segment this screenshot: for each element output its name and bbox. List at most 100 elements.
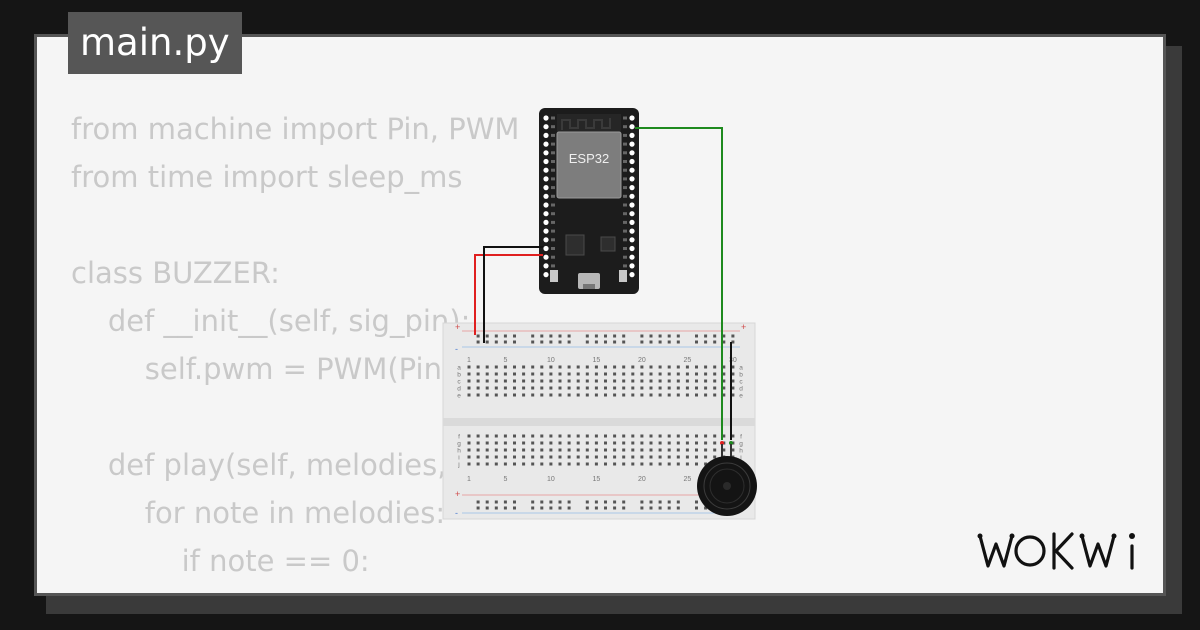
pin <box>543 115 549 121</box>
rail-hole <box>722 340 726 344</box>
hole <box>649 372 653 376</box>
hole <box>540 379 544 383</box>
rail-hole <box>594 340 598 344</box>
rail-hole <box>622 340 626 344</box>
pin <box>629 228 635 234</box>
hole <box>485 372 489 376</box>
hole <box>685 441 689 445</box>
rail-hole <box>713 340 717 344</box>
hole <box>531 441 535 445</box>
hole <box>667 393 671 397</box>
row-label: h <box>457 448 461 455</box>
rail-hole <box>604 334 607 338</box>
pin-label-mark <box>551 247 555 250</box>
hole <box>695 455 698 459</box>
row-label: d <box>457 386 461 393</box>
pin <box>629 158 635 165</box>
row-label: g <box>457 441 461 448</box>
rail-hole <box>503 334 507 338</box>
pin-label-mark <box>551 116 555 120</box>
code-line: self.pwm.duty(0) <box>71 592 462 593</box>
rail-hole <box>695 340 698 344</box>
rail-hole <box>676 500 680 504</box>
pin-label-mark <box>551 151 555 155</box>
hole <box>676 372 680 376</box>
hole <box>576 386 580 390</box>
hole <box>476 393 480 397</box>
rail-hole <box>531 334 535 338</box>
hole <box>713 365 717 369</box>
rail-hole <box>658 340 662 344</box>
hole <box>494 379 498 383</box>
hole <box>513 455 516 459</box>
pin <box>543 193 549 199</box>
column-label: 1 <box>467 357 471 364</box>
breadboard-holes <box>467 334 735 510</box>
rail-hole <box>585 340 589 344</box>
rail-hole <box>676 334 680 338</box>
hole <box>485 379 489 383</box>
column-label: 5 <box>503 357 507 364</box>
rail-hole <box>549 506 553 510</box>
column-label: 25 <box>684 476 692 483</box>
rail-hole <box>549 500 553 504</box>
hole <box>531 462 535 466</box>
hole <box>549 365 553 369</box>
hole <box>695 462 698 466</box>
hole <box>503 372 507 376</box>
hole <box>540 462 544 466</box>
hole <box>685 372 689 376</box>
rail-hole <box>503 340 507 344</box>
row-label: c <box>739 379 743 386</box>
rail-hole <box>567 340 571 344</box>
hole <box>531 455 535 459</box>
rail-hole <box>695 334 698 338</box>
hole <box>540 365 544 369</box>
column-label: 20 <box>638 357 646 364</box>
hole <box>522 448 526 452</box>
rail-hole <box>503 500 507 504</box>
rail-hole <box>604 340 607 344</box>
hole <box>476 365 480 369</box>
rail-hole <box>731 340 735 344</box>
hole <box>531 393 535 397</box>
row-label: j <box>457 462 459 469</box>
rail-hole <box>613 506 617 510</box>
hole <box>649 434 653 438</box>
hole <box>594 386 598 390</box>
file-tab[interactable]: main.py <box>68 12 242 74</box>
hole <box>585 441 589 445</box>
hole <box>522 434 526 438</box>
row-label: b <box>739 372 743 379</box>
rail-hole <box>658 334 662 338</box>
rail-hole <box>649 500 653 504</box>
hole <box>631 379 635 383</box>
wokwi-logo[interactable] <box>972 522 1150 580</box>
rail-hole <box>658 500 662 504</box>
hole <box>604 441 607 445</box>
hole <box>695 372 698 376</box>
hole <box>522 455 526 459</box>
hole <box>576 365 580 369</box>
hole <box>540 386 544 390</box>
hole <box>622 434 626 438</box>
hole <box>631 441 635 445</box>
pin <box>543 167 549 173</box>
pin-label-mark <box>551 238 555 242</box>
buzzer[interactable] <box>697 444 757 516</box>
hole <box>576 434 580 438</box>
hole <box>594 372 598 376</box>
pin <box>629 185 635 191</box>
hole <box>594 434 598 438</box>
rail-hole <box>604 506 607 510</box>
hole <box>576 441 580 445</box>
esp32-board[interactable]: ESP32 <box>539 108 639 294</box>
hole <box>695 379 698 383</box>
hole <box>485 462 489 466</box>
pin <box>543 185 549 191</box>
hole <box>585 393 589 397</box>
hole <box>549 441 553 445</box>
row-label: e <box>457 393 461 400</box>
hole <box>513 393 516 397</box>
row-label: b <box>457 372 461 379</box>
